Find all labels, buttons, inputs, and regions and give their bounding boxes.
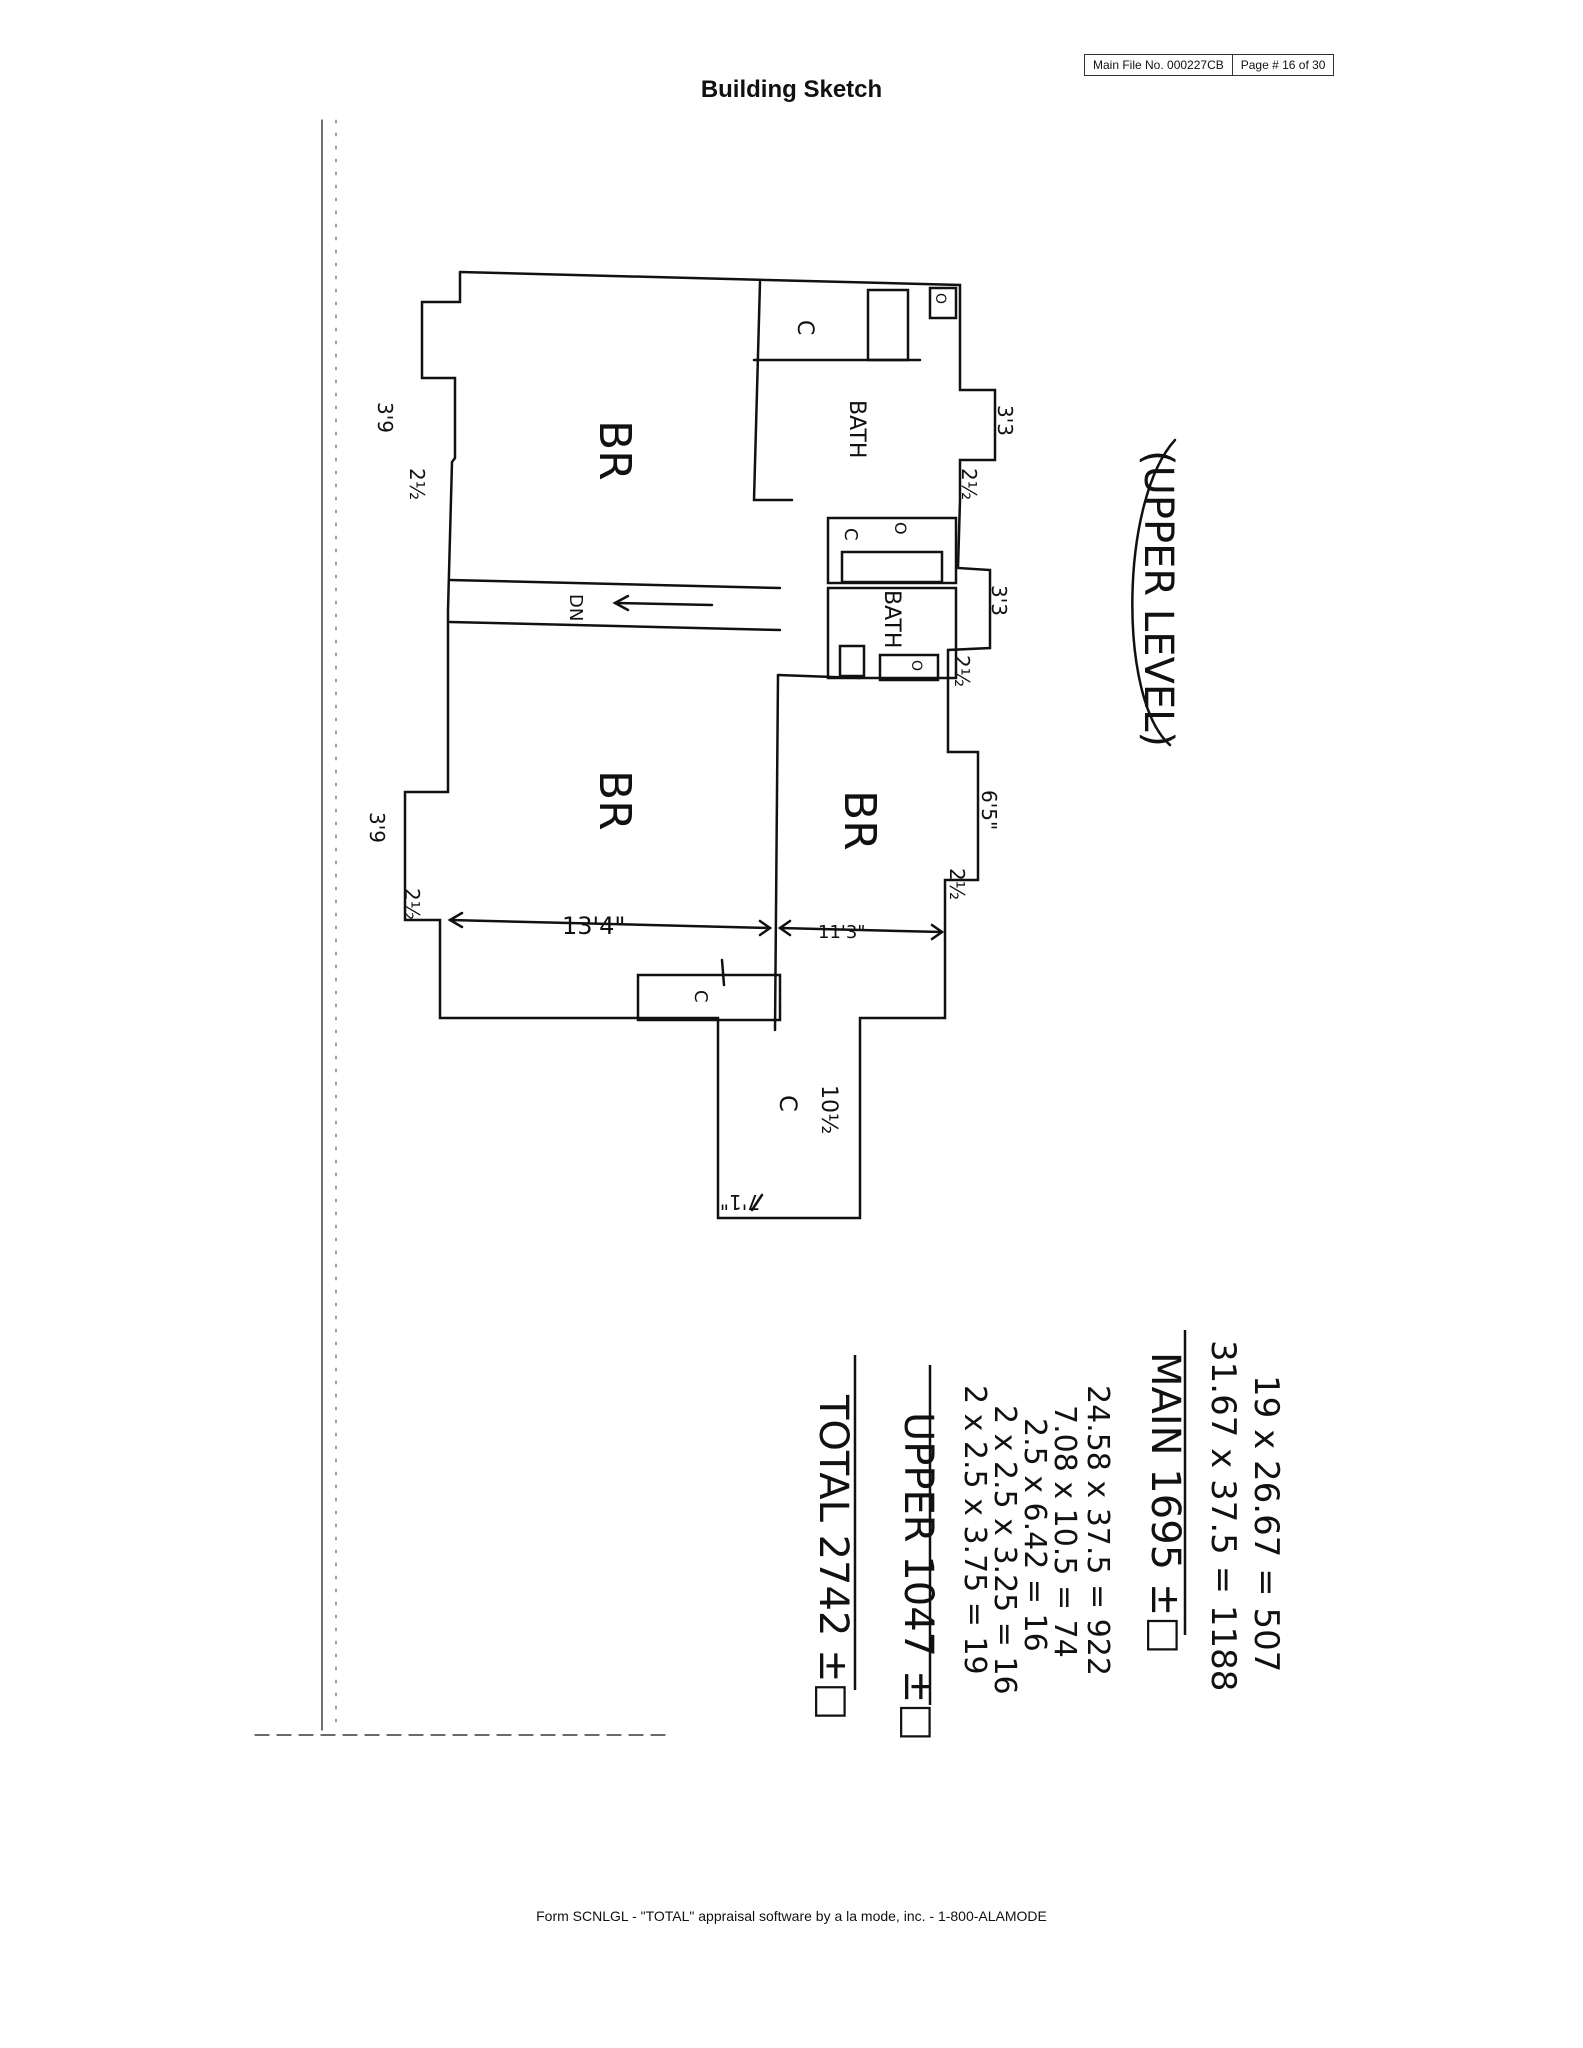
room-label-bedroom-right: BR [834, 790, 885, 851]
dim-left-upper-offset: 2½ [405, 468, 429, 500]
calc-grand-total: TOTAL 2742 ±□ [810, 1394, 856, 1720]
calc-line-6: 2.5 x 6.42 = 16 [1017, 1418, 1052, 1652]
room-label-bedroom-top: BR [589, 420, 640, 481]
room-label-closet-bottom-small: C [690, 990, 711, 1003]
calc-line-5: 7.08 x 10.5 = 74 [1047, 1405, 1082, 1658]
calc-line-8: 2 x 2.5 x 3.75 = 19 [957, 1385, 992, 1675]
floor-plan-walls [254, 119, 1177, 1736]
area-calculations: 19 x 26.67 = 507 31.67 x 37.5 = 1188 MAI… [810, 1330, 1286, 1741]
toilet-center: O [891, 522, 910, 535]
form-footer: Form SCNLGL - "TOTAL" appraisal software… [536, 1908, 1047, 1924]
room-label-bath-center: BATH [879, 590, 904, 648]
room-label-closet-bottom-large: C [774, 1095, 802, 1112]
main-file-number: Main File No. 000227CB [1093, 58, 1224, 72]
calc-line-4: 24.58 x 37.5 = 922 [1080, 1385, 1115, 1676]
room-label-bath-top: BATH [844, 400, 869, 458]
dim-left-lower-width: 3'9 [365, 812, 389, 843]
dim-right-mid-width: 3'3 [987, 585, 1011, 616]
file-info-box: Main File No. 000227CB Page # 16 of 30 [1084, 54, 1335, 76]
level-label: (UPPER LEVEL) [1135, 450, 1181, 747]
calc-line-2: 31.67 x 37.5 = 1188 [1203, 1340, 1243, 1691]
dim-right-top-offset: 2½ [957, 468, 981, 500]
room-label-closet-top: C [792, 320, 817, 335]
stairs-label: DN [565, 594, 586, 621]
toilet-top: O [932, 293, 948, 304]
page-title: Building Sketch [700, 76, 883, 103]
dim-right-lower-width: 6'5" [977, 790, 1001, 830]
dim-right-mid-offset: 2½ [950, 655, 974, 687]
toilet-lower: O [908, 660, 924, 671]
dim-left-upper-width: 3'9 [373, 402, 397, 433]
calc-main-total: MAIN 1695 ±□ [1142, 1352, 1188, 1654]
calc-upper-total: UPPER 1047 ±□ [895, 1412, 941, 1741]
room-label-closet-center: C [840, 528, 861, 541]
page-number: Page # 16 of 30 [1231, 55, 1334, 75]
dim-room-width-right: 11'3" [818, 922, 866, 943]
calc-line-1: 19 x 26.67 = 507 [1246, 1375, 1286, 1672]
room-label-bedroom-middle: BR [589, 770, 640, 831]
dim-right-top-width: 3'3 [993, 405, 1017, 436]
dim-annex-width: 7'1" [720, 1190, 760, 1214]
calc-line-7: 2 x 2.5 x 3.25 = 16 [987, 1405, 1022, 1695]
dim-right-lower-offset: 2½ [945, 868, 969, 900]
dim-left-lower-offset: 2½ [400, 888, 424, 920]
dim-room-width-left: 13'4" [562, 912, 625, 940]
dim-annex-height: 10½ [816, 1085, 841, 1134]
